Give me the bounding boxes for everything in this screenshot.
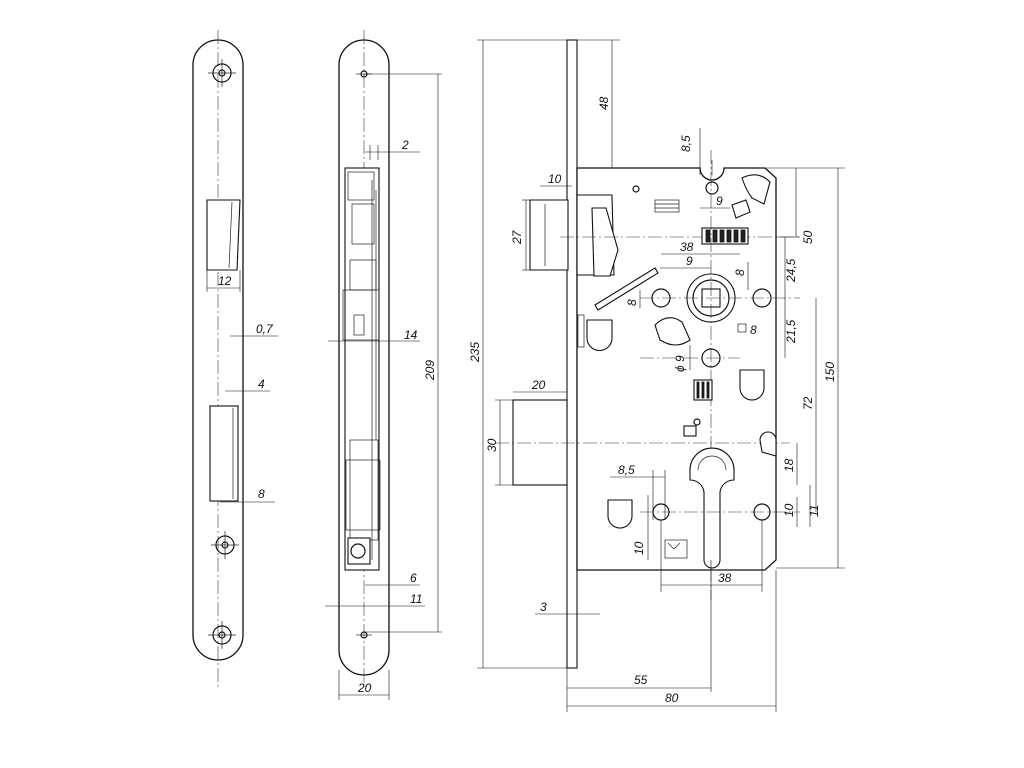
dim-front-bolt-30: 30 <box>485 438 499 452</box>
dim-front-18: 18 <box>782 458 796 472</box>
dim-front-235: 235 <box>468 342 482 363</box>
lock-side-view: 2 14 209 6 11 20 <box>325 30 442 700</box>
dim-front-21-5: 21,5 <box>784 319 798 344</box>
dim-front-latch-10: 10 <box>548 172 562 186</box>
dim-front-150: 150 <box>823 362 837 382</box>
dim-front-8-5-top: 8,5 <box>679 135 693 152</box>
front-dimensions: 235 48 10 27 20 30 3 <box>468 39 845 712</box>
dim-front-8-square: 8 <box>750 323 757 337</box>
latch-bolt <box>529 194 619 277</box>
dim-strike-0-7: 0,7 <box>256 322 274 336</box>
top-catch <box>705 174 771 219</box>
dim-strike-12: 12 <box>218 274 232 288</box>
dim-front-9-top: 9 <box>716 194 723 208</box>
dim-front-3: 3 <box>540 600 547 614</box>
bolt-slot <box>209 405 239 502</box>
dim-front-latch-27: 27 <box>510 229 524 245</box>
dim-front-38-top: 38 <box>680 240 694 254</box>
screw-hole-bottom <box>208 621 236 649</box>
dim-front-50: 50 <box>801 230 815 244</box>
dim-front-8-left: 8 <box>625 299 639 306</box>
dim-side-14: 14 <box>404 328 418 342</box>
dim-side-209: 209 <box>423 360 437 381</box>
dim-front-8-5-bottom: 8,5 <box>618 463 635 477</box>
dim-front-8-right: 8 <box>733 269 747 276</box>
dim-front-80: 80 <box>665 691 679 705</box>
lock-case-side <box>344 167 380 571</box>
ribbed-slider <box>701 227 749 245</box>
faceplate-edge <box>566 39 578 669</box>
hole-left <box>651 288 671 308</box>
dim-front-38-bottom: 38 <box>718 571 732 585</box>
screw-hole-top <box>208 59 236 87</box>
dim-front-72: 72 <box>801 396 815 410</box>
side-dimensions: 2 14 209 6 11 20 <box>325 73 442 700</box>
dim-front-10-bottom: 10 <box>632 541 646 555</box>
latch-slot <box>206 199 241 271</box>
lock-front-view: 235 48 10 27 20 30 3 <box>468 39 845 712</box>
hole-right <box>752 288 772 308</box>
dead-bolt <box>512 399 568 486</box>
dim-side-2: 2 <box>401 138 409 152</box>
dim-front-bolt-20: 20 <box>531 378 546 392</box>
dim-side-20: 20 <box>357 681 372 695</box>
dim-front-11-right: 11 <box>807 505 821 517</box>
dim-side-11: 11 <box>410 592 422 606</box>
strike-plate-view: 12 0,7 4 8 <box>192 30 278 690</box>
screw-hole-middle <box>211 531 239 559</box>
dim-strike-4: 4 <box>258 377 265 391</box>
strike-dimensions: 12 0,7 4 8 <box>206 270 278 503</box>
dim-front-55: 55 <box>634 673 648 687</box>
dim-front-phi9: ϕ 9 <box>673 355 687 372</box>
dim-front-9-mid: 9 <box>686 254 693 268</box>
dim-front-48: 48 <box>597 96 611 110</box>
dim-strike-8: 8 <box>258 487 265 501</box>
dim-front-24-5: 24,5 <box>784 258 798 283</box>
dim-front-10-right: 10 <box>782 503 796 517</box>
side-view-screw <box>347 537 371 565</box>
dim-side-6: 6 <box>410 571 417 585</box>
